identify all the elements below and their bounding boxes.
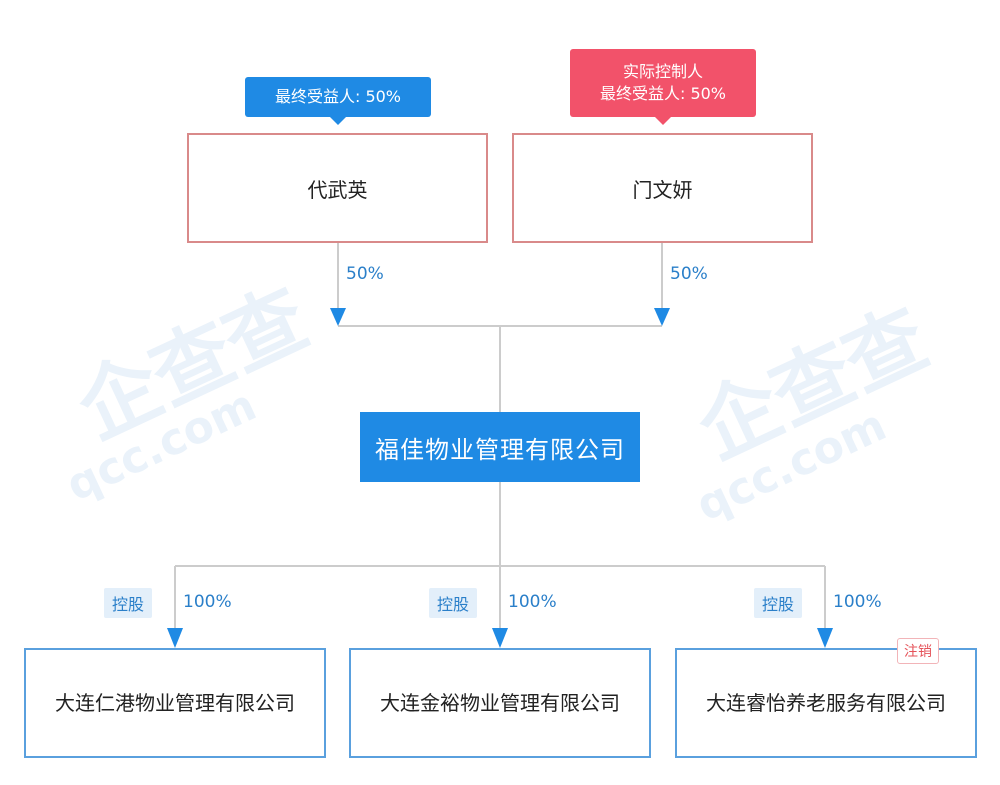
arrow-sub-2 bbox=[492, 628, 508, 648]
relation-badge-1: 控股 bbox=[104, 588, 153, 618]
shareholder-name-1: 代武英 bbox=[307, 177, 368, 202]
subsidiary-name-3: 大连睿怡养老服务有限公司 bbox=[706, 691, 946, 715]
arrow-shareholder-2 bbox=[654, 308, 670, 326]
shareholder-percent-1: 50% bbox=[346, 264, 384, 284]
subsidiary-percent-2: 100% bbox=[508, 592, 557, 612]
subsidiary-percent-3: 100% bbox=[833, 592, 882, 612]
subsidiary-name-2: 大连金裕物业管理有限公司 bbox=[380, 691, 620, 715]
subsidiary-box-1[interactable]: 大连仁港物业管理有限公司 bbox=[24, 648, 326, 758]
shareholder-percent-2: 50% bbox=[670, 264, 708, 284]
controller-tag-2-line-2: 最终受益人: 50% bbox=[599, 84, 727, 103]
arrow-sub-1 bbox=[167, 628, 183, 648]
controller-tag-2: 实际控制人 最终受益人: 50% bbox=[570, 49, 756, 125]
controller-tag-2-line-1: 实际控制人 bbox=[622, 62, 703, 81]
relation-badge-2: 控股 bbox=[429, 588, 478, 618]
arrow-sub-3 bbox=[817, 628, 833, 648]
company-name: 福佳物业管理有限公司 bbox=[375, 435, 625, 464]
subsidiary-box-3[interactable]: 大连睿怡养老服务有限公司 bbox=[675, 648, 977, 758]
beneficiary-tag-1-line-1: 最终受益人: 50% bbox=[274, 87, 402, 106]
relation-badge-3: 控股 bbox=[754, 588, 803, 618]
subsidiary-percent-1: 100% bbox=[183, 592, 232, 612]
shareholder-name-2: 门文妍 bbox=[632, 177, 693, 202]
subsidiary-box-2[interactable]: 大连金裕物业管理有限公司 bbox=[349, 648, 651, 758]
subsidiary-name-1: 大连仁港物业管理有限公司 bbox=[55, 691, 295, 715]
deregistered-badge: 注销 bbox=[897, 638, 939, 664]
beneficiary-tag-1: 最终受益人: 50% bbox=[245, 77, 431, 125]
shareholder-box-1[interactable]: 代武英 bbox=[187, 133, 488, 243]
shareholder-box-2[interactable]: 门文妍 bbox=[512, 133, 813, 243]
company-box[interactable]: 福佳物业管理有限公司 bbox=[360, 412, 640, 482]
arrow-shareholder-1 bbox=[330, 308, 346, 326]
